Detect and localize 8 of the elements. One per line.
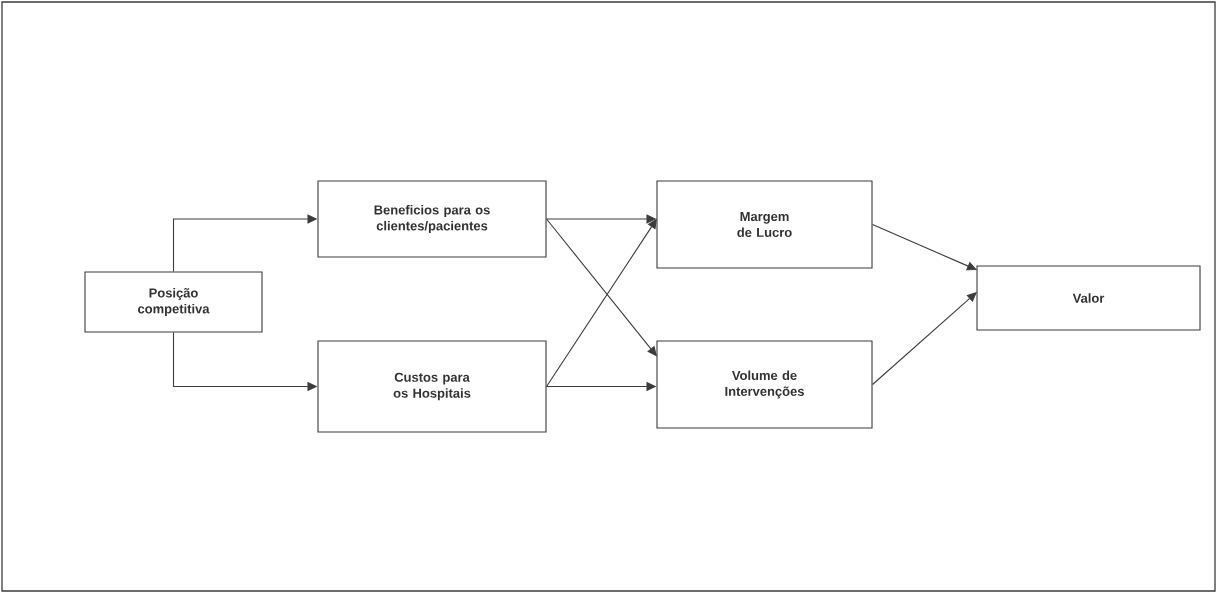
process-box: Beneficios para os clientes/pacientes [317, 180, 547, 258]
process-box: Valor [976, 265, 1201, 331]
process-box: Volume de Intervenções [656, 340, 873, 429]
process-box: Margem de Lucro [656, 180, 873, 269]
arrow [872, 292, 977, 386]
arrow [872, 223, 977, 271]
process-box: Custos para os Hospitais [317, 340, 547, 433]
process-box: Posição competitiva [84, 271, 263, 333]
